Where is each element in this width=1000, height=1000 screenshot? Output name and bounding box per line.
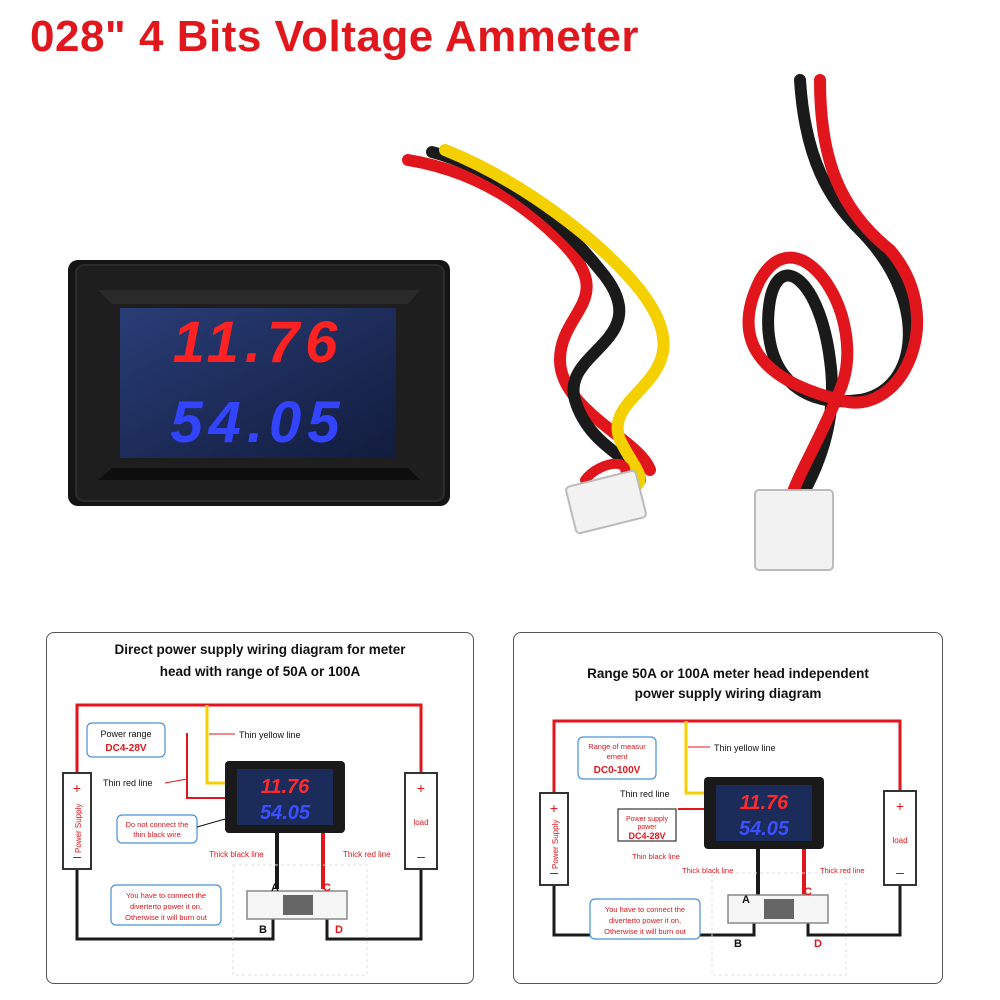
warning-line2: diverterto power it on,	[130, 902, 202, 911]
power-range-label: Power range	[100, 729, 151, 739]
thick-red-label: Thick red line	[343, 850, 391, 859]
terminal-a: A	[742, 894, 750, 906]
supply-label-line2: power	[637, 824, 657, 831]
top-reading-display: 11.76	[173, 310, 344, 375]
load-plus: +	[417, 780, 425, 796]
power-supply-label: Power Supply	[74, 804, 83, 853]
wiring-diagram-direct: Direct power supply wiring diagram for m…	[46, 632, 474, 984]
load-box	[404, 772, 438, 870]
thin-red-label: Thin red line	[103, 778, 153, 788]
warning-line1: You have to connect the	[126, 891, 206, 900]
supply-callout	[617, 808, 677, 842]
load-minus: –	[896, 864, 904, 880]
black-wire-right	[325, 869, 423, 941]
thin-yellow-label: Thin yellow line	[239, 730, 301, 740]
thin-red-label: Thin red line	[620, 789, 670, 799]
thick-black-label: Thick black line	[209, 850, 264, 859]
supply-value: DC4-28V	[628, 831, 665, 841]
terminal-d: D	[335, 924, 343, 936]
load-plus: +	[896, 798, 904, 814]
voltmeter-ammeter-device: 11.76 54.05	[68, 260, 450, 506]
bottom-reading-display: 54.05	[170, 390, 345, 455]
terminal-b: B	[734, 938, 742, 950]
thin-black-label: Thin black line	[632, 852, 680, 861]
do-not-connect-line1: Do not connect the	[126, 820, 189, 829]
warning-callout	[589, 898, 701, 940]
meter-bottom-digits: 54.05	[260, 802, 311, 824]
power-range-value: DC4-28V	[105, 743, 146, 754]
terminal-c: C	[804, 886, 812, 898]
power-supply-battery	[62, 772, 92, 870]
yellow-wire	[684, 721, 704, 795]
black-wire-left	[75, 869, 275, 941]
load-box	[883, 790, 917, 886]
diagram-title-line2: head with range of 50A or 100A	[159, 664, 361, 679]
red-wire-loop	[75, 703, 423, 773]
warning-line2: diverterto power it on,	[609, 916, 681, 925]
three-wire-cable	[402, 144, 670, 535]
power-supply-battery	[539, 792, 569, 886]
range-callout	[577, 736, 657, 780]
load-label: load	[413, 818, 428, 827]
warning-line3: Otherwise it will burn out	[604, 927, 687, 936]
terminal-c: C	[323, 882, 331, 894]
do-not-connect-line2: thin black wire	[133, 830, 181, 839]
warning-line1: You have to connect the	[605, 905, 685, 914]
two-wire-cable	[742, 74, 923, 571]
power-range-callout	[86, 722, 166, 758]
range-value: DC0-100V	[594, 765, 641, 776]
battery-plus: +	[550, 800, 558, 816]
yellow-wire	[205, 705, 225, 785]
warning-line3: Otherwise it will burn out	[125, 913, 208, 922]
black-wire-right	[806, 885, 902, 937]
terminal-d: D	[814, 938, 822, 950]
battery-plus: +	[73, 780, 81, 796]
terminal-a: A	[271, 882, 279, 894]
battery-minus: –	[73, 848, 81, 864]
diagram-title-line1: Direct power supply wiring diagram for m…	[114, 642, 406, 657]
load-label: load	[892, 836, 907, 845]
diagram-title-line1: Range 50A or 100A meter head independent	[587, 666, 869, 681]
red-wire-loop	[552, 719, 902, 793]
meter-top-digits: 11.76	[740, 792, 789, 814]
meter-bottom-digits: 54.05	[739, 818, 790, 840]
battery-minus: –	[550, 864, 558, 880]
warning-callout	[110, 884, 222, 926]
page-title: 028" 4 Bits Voltage Ammeter	[30, 12, 640, 61]
thick-black-label: Thick black line	[682, 866, 733, 875]
load-minus: –	[417, 848, 425, 864]
product-photo: 11.76 54.05	[68, 74, 923, 571]
thin-red-wire	[186, 733, 225, 799]
diagram-title-line2: power supply wiring diagram	[634, 686, 822, 701]
power-supply-label: Power Supply	[551, 820, 560, 869]
supply-label-line1: Power supply	[626, 816, 669, 823]
range-label-line1: Range of measur	[588, 742, 646, 751]
thin-yellow-label: Thin yellow line	[714, 743, 776, 753]
meter-top-digits: 11.76	[261, 776, 310, 798]
terminal-b: B	[259, 924, 267, 936]
wiring-diagram-independent: Range 50A or 100A meter head independent…	[513, 632, 943, 984]
thick-red-label: Thick red line	[820, 866, 865, 875]
do-not-connect-callout	[116, 814, 198, 844]
range-label-line2: ement	[607, 752, 629, 761]
